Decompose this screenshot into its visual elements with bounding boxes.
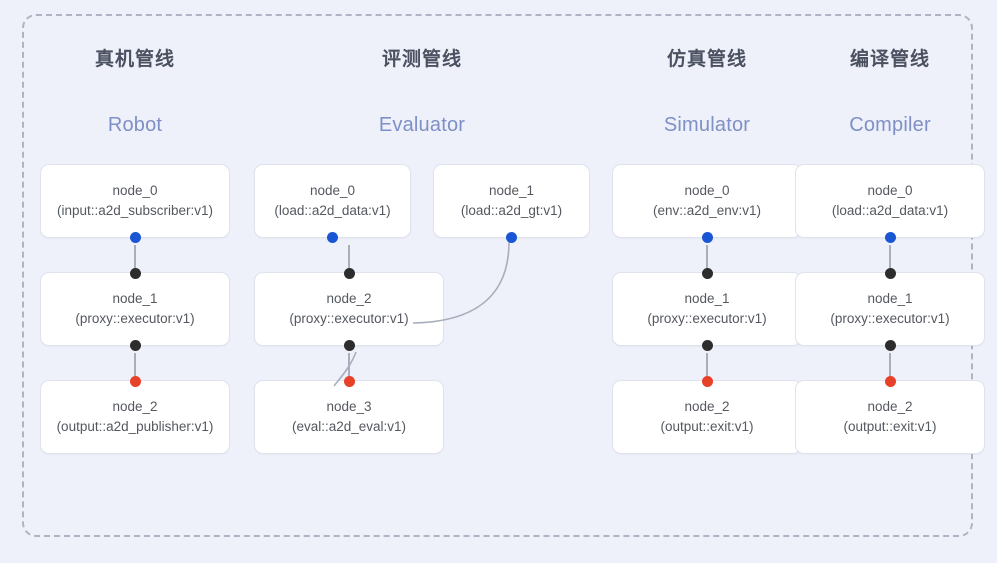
pipeline-title-en: Simulator xyxy=(663,114,751,136)
port-top-dark[interactable] xyxy=(129,267,141,279)
port-top-dark[interactable] xyxy=(343,267,355,279)
node-rows: node_0(input::a2d_subscriber:v1)node_1(p… xyxy=(40,164,230,454)
node-card[interactable]: node_1(proxy::executor:v1) xyxy=(612,267,802,351)
node-type: (eval::a2d_eval:v1) xyxy=(291,419,407,434)
node-row: node_1(proxy::executor:v1) xyxy=(40,267,230,351)
port-top-red[interactable] xyxy=(129,375,141,387)
port-bottom-blue[interactable] xyxy=(327,231,338,243)
node-name: node_3 xyxy=(326,399,372,414)
port-bottom-blue[interactable] xyxy=(701,231,713,243)
node-row: node_0(env::a2d_env:v1) xyxy=(612,164,802,243)
node-row: node_2(proxy::executor:v1) xyxy=(254,267,590,351)
node-name: node_2 xyxy=(112,399,158,414)
node-row: node_0(load::a2d_data:v1) node_1(load::a2… xyxy=(254,164,590,243)
port-bottom-dark[interactable] xyxy=(884,339,896,351)
node-card[interactable]: node_0(input::a2d_subscriber:v1) xyxy=(40,164,230,243)
pipeline-title-cn: 仿真管线 xyxy=(666,49,747,70)
node-row: node_0(input::a2d_subscriber:v1) xyxy=(40,164,230,243)
node-type: (input::a2d_subscriber:v1) xyxy=(56,203,214,218)
connector-line xyxy=(889,245,891,279)
port-top-red[interactable] xyxy=(884,375,896,387)
node-type: (load::a2d_data:v1) xyxy=(274,203,391,218)
node-type: (output::exit:v1) xyxy=(843,419,937,434)
node-rows: node_0(load::a2d_data:v1) node_1(load::a2… xyxy=(254,164,590,454)
node-name: node_1 xyxy=(112,291,158,306)
pipeline-title-en: Evaluator xyxy=(378,114,466,136)
node-card[interactable]: node_2(output::exit:v1) xyxy=(612,375,802,454)
node-type: (load::a2d_gt:v1) xyxy=(460,203,563,218)
node-row: node_1(proxy::executor:v1) xyxy=(612,267,802,351)
node-card[interactable]: node_0(env::a2d_env:v1) xyxy=(612,164,802,243)
node-type: (load::a2d_data:v1) xyxy=(831,203,949,218)
connector-line xyxy=(134,245,136,279)
node-row: node_2(output::exit:v1) xyxy=(795,375,985,454)
node-row: node_2(output::exit:v1) xyxy=(612,375,802,454)
node-name: node_0 xyxy=(309,183,356,198)
node-type: (proxy::executor:v1) xyxy=(289,311,409,326)
port-top-dark[interactable] xyxy=(701,267,713,279)
node-card[interactable]: node_3(eval::a2d_eval:v1) xyxy=(254,375,444,454)
node-name: node_1 xyxy=(684,291,730,306)
pipeline-title-en: Compiler xyxy=(849,114,931,136)
node-name: node_1 xyxy=(867,291,913,306)
port-bottom-blue[interactable] xyxy=(884,231,896,243)
port-top-red[interactable] xyxy=(343,375,355,387)
node-card[interactable]: node_2(output::a2d_publisher:v1) xyxy=(40,375,230,454)
node-name: node_0 xyxy=(684,183,730,198)
node-type: (proxy::executor:v1) xyxy=(647,311,767,326)
pipeline-title-cn: 真机管线 xyxy=(94,49,175,70)
node-card[interactable]: node_0(load::a2d_data:v1) xyxy=(254,164,411,243)
node-type: (output::a2d_publisher:v1) xyxy=(56,419,214,434)
connector-line xyxy=(706,245,708,279)
port-top-red[interactable] xyxy=(701,375,713,387)
pipeline-title-en: Robot xyxy=(107,114,163,136)
port-bottom-blue[interactable] xyxy=(506,231,517,243)
node-card[interactable]: node_0(load::a2d_data:v1) xyxy=(795,164,985,243)
connector-line xyxy=(706,353,708,387)
node-row: node_1(proxy::executor:v1) xyxy=(795,267,985,351)
connector-line xyxy=(889,353,891,387)
node-card[interactable]: node_2(proxy::executor:v1) xyxy=(254,267,444,351)
port-bottom-dark[interactable] xyxy=(701,339,713,351)
node-row: node_0(load::a2d_data:v1) xyxy=(795,164,985,243)
pipeline-title-cn: 编译管线 xyxy=(849,49,930,70)
node-name: node_2 xyxy=(326,291,372,306)
node-row: node_3(eval::a2d_eval:v1) xyxy=(254,375,590,454)
node-card[interactable]: node_1(load::a2d_gt:v1) xyxy=(433,164,590,243)
node-type: (proxy::executor:v1) xyxy=(830,311,950,326)
node-card[interactable]: node_2(output::exit:v1) xyxy=(795,375,985,454)
node-name: node_2 xyxy=(684,399,730,414)
port-bottom-dark[interactable] xyxy=(129,339,141,351)
node-name: node_1 xyxy=(488,183,535,198)
port-bottom-blue[interactable] xyxy=(129,231,141,243)
node-name: node_0 xyxy=(112,183,158,198)
node-type: (output::exit:v1) xyxy=(660,419,754,434)
node-card[interactable]: node_1(proxy::executor:v1) xyxy=(795,267,985,351)
node-type: (env::a2d_env:v1) xyxy=(652,203,762,218)
pipeline-title-cn: 评测管线 xyxy=(381,49,462,70)
node-name: node_0 xyxy=(867,183,913,198)
port-bottom-dark[interactable] xyxy=(343,339,355,351)
connector-line xyxy=(348,245,350,279)
node-row: node_2(output::a2d_publisher:v1) xyxy=(40,375,230,454)
node-type: (proxy::executor:v1) xyxy=(75,311,195,326)
port-top-dark[interactable] xyxy=(884,267,896,279)
node-rows: node_0(env::a2d_env:v1)node_1(proxy::exe… xyxy=(612,164,802,454)
node-rows: node_0(load::a2d_data:v1)node_1(proxy::e… xyxy=(795,164,985,454)
connector-line xyxy=(134,353,136,387)
node-card[interactable]: node_1(proxy::executor:v1) xyxy=(40,267,230,351)
node-name: node_2 xyxy=(867,399,913,414)
